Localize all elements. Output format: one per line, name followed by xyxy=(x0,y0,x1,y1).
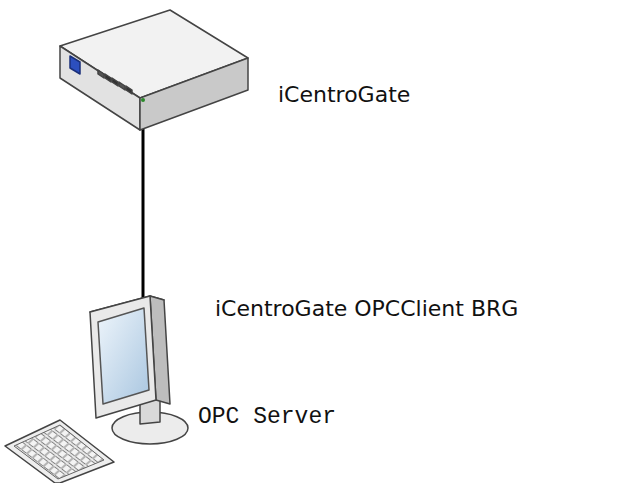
device-label: iCentroGate xyxy=(278,82,410,108)
computer xyxy=(90,296,188,444)
server-label: OPC Server xyxy=(198,404,336,432)
keyboard xyxy=(5,420,114,483)
software-label: iCentroGate OPCClient BRG xyxy=(215,296,518,322)
gateway-device xyxy=(60,10,248,130)
